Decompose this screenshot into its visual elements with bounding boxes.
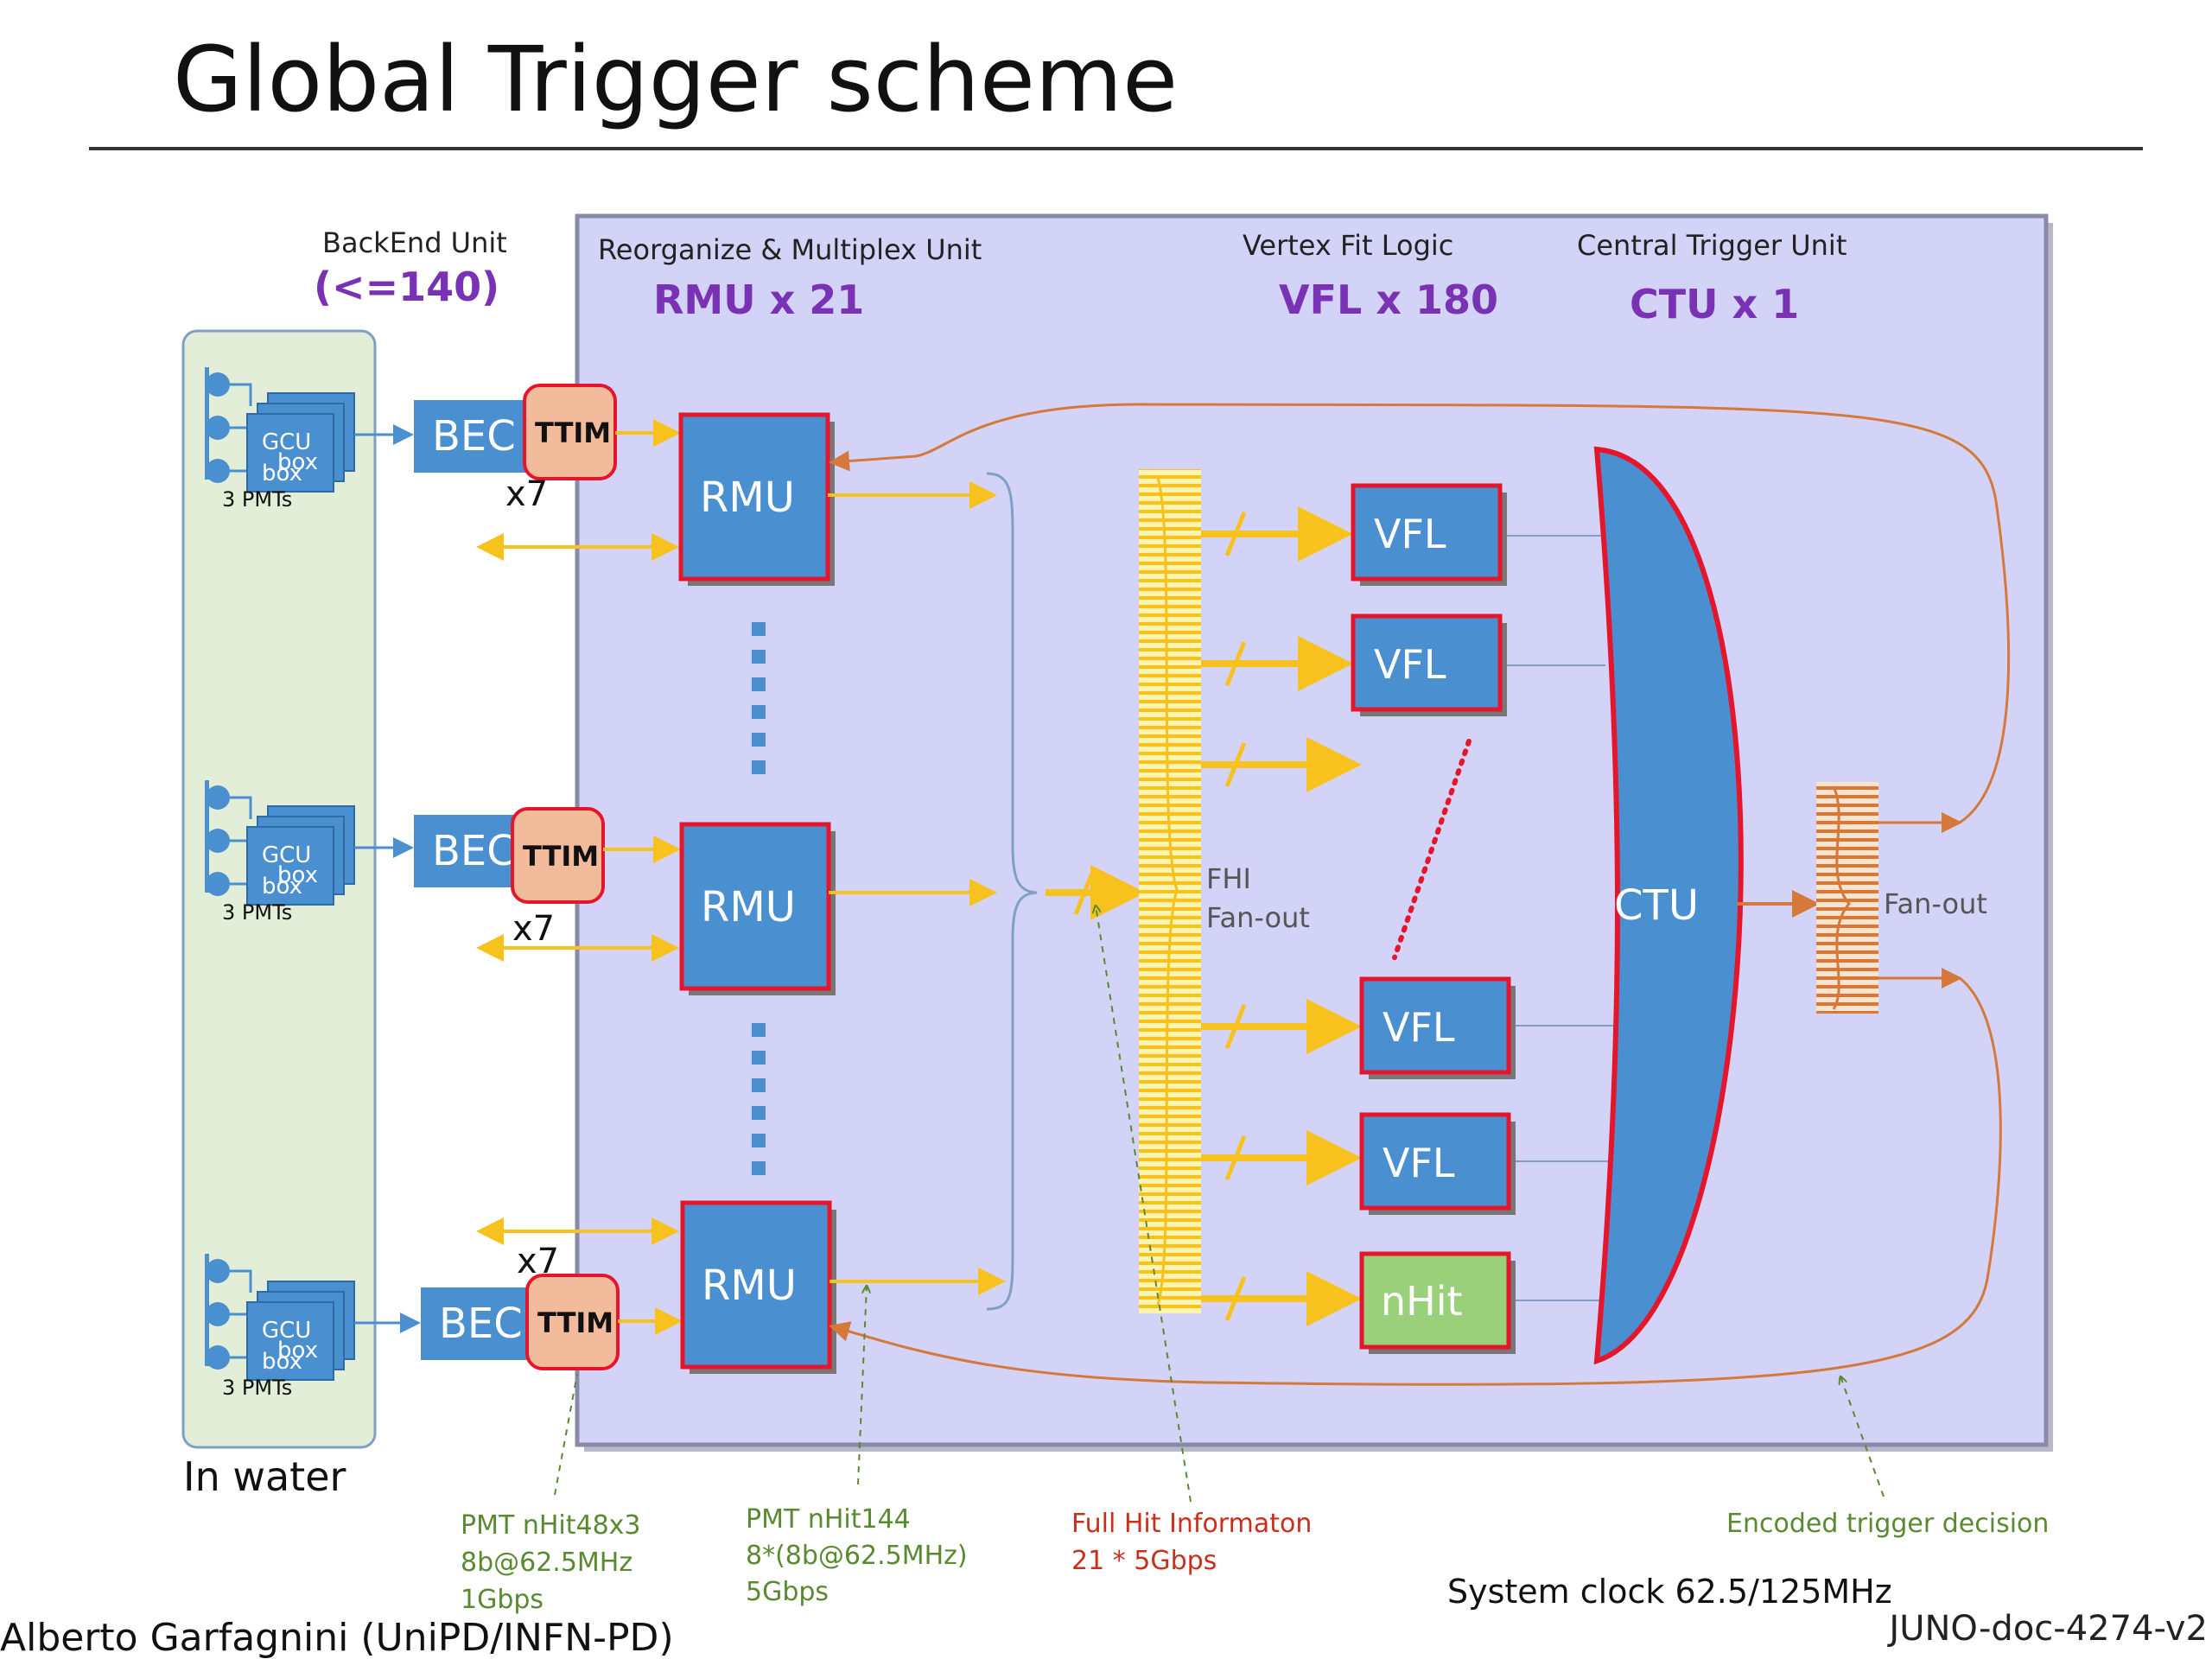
fullhit-annotation-line2: 21 * 5Gbps — [1071, 1546, 1217, 1576]
vfl-label: VFL — [1382, 1004, 1455, 1051]
rmu-block-3: RMU — [680, 1200, 836, 1374]
backend-count: (<=140) — [314, 264, 499, 310]
rmu-count: RMU x 21 — [653, 276, 864, 323]
gcu-box-label-back: box — [277, 449, 318, 475]
multiplicity-label: x7 — [512, 909, 555, 949]
rmu-label: RMU — [700, 474, 795, 522]
fhi-fanout-brace — [1156, 477, 1179, 1306]
ctu-header: Central Trigger Unit — [1577, 229, 1847, 262]
rmu-merge-brace — [986, 472, 1038, 1311]
bec-label: BEC — [432, 412, 516, 461]
gcu-label: GCU — [262, 1318, 311, 1344]
pmt-count-label: 3 PMTs — [222, 1376, 292, 1400]
fhi-fanout-bar — [1139, 469, 1201, 1313]
pmt48-annotation-line1: PMT nHit48x3 — [461, 1510, 641, 1541]
bec-label: BEC — [439, 1300, 523, 1348]
pmt-icon — [205, 780, 252, 896]
rmu-continuation-dots — [752, 622, 766, 1175]
gcu-label: GCU — [262, 842, 311, 868]
multiplicity-label: x7 — [517, 1242, 559, 1281]
rmu-block-2: RMU — [679, 822, 836, 995]
bec-block — [414, 815, 523, 887]
vfl-header: Vertex Fit Logic — [1243, 229, 1453, 262]
system-clock-label: System clock 62.5/125MHz — [1447, 1573, 1892, 1611]
nhit-block: nHit — [1359, 1251, 1516, 1354]
pmt-count-label: 3 PMTs — [222, 487, 292, 512]
bec-label: BEC — [432, 827, 516, 875]
pmt144-annotation-line1: PMT nHit144 — [746, 1504, 911, 1535]
vfl-block-1: VFL — [1351, 483, 1507, 586]
rmu-header: Reorganize & Multiplex Unit — [598, 233, 982, 266]
vfl-label: VFL — [1374, 641, 1446, 688]
fullhit-annotation-line1: Full Hit Informaton — [1071, 1509, 1312, 1539]
pmt-count-label: 3 PMTs — [222, 900, 292, 925]
gcu-box-label: box — [262, 461, 302, 486]
gcu-box-label-back: box — [277, 862, 318, 888]
fanout-brace — [1832, 785, 1851, 1010]
ttim-label: TTIM — [523, 840, 599, 873]
merged-link-slash — [1073, 870, 1096, 915]
rmu-label: RMU — [701, 883, 796, 931]
ctu-label: CTU — [1614, 881, 1699, 930]
ttim-label: TTIM — [537, 1306, 613, 1339]
gcu-box-label: box — [262, 1349, 302, 1375]
encoded-annotation: Encoded trigger decision — [1726, 1509, 2049, 1539]
ttim-block — [511, 807, 605, 904]
nhit-label: nHit — [1381, 1278, 1463, 1325]
ctu-block — [1593, 446, 1744, 1365]
backend-header: BackEnd Unit — [322, 226, 507, 259]
ctu-count: CTU x 1 — [1630, 281, 1799, 327]
gcu-box-stack — [246, 1281, 355, 1381]
fhi-label: FHI — [1206, 862, 1251, 895]
rmu-block-1: RMU — [678, 412, 835, 586]
fhi-output-arrows — [1201, 506, 1362, 1326]
author-label: Alberto Garfagnini (UniPD/INFN-PD) — [0, 1616, 674, 1659]
ttim-label: TTIM — [535, 416, 611, 449]
pmt-group-2: GCU box box 3 PMTs BEC TTIM x7 — [205, 780, 605, 949]
vfl-label: VFL — [1382, 1140, 1455, 1186]
pmt-group-3: GCU box box 3 PMTs BEC TTIM x7 — [205, 1242, 620, 1400]
rmu-label: RMU — [702, 1262, 797, 1310]
pmt-icon — [205, 367, 252, 483]
gcu-box-stack — [246, 392, 355, 493]
gcu-box-stack — [246, 805, 355, 906]
multiplicity-label: x7 — [505, 474, 548, 514]
annotation-pointers — [554, 906, 1885, 1503]
pmt144-annotation-line2: 8*(8b@62.5MHz) — [746, 1541, 968, 1571]
vfl-label: VFL — [1374, 511, 1446, 557]
pmt48-annotation-line2: 8b@62.5MHz — [461, 1548, 632, 1578]
pmt-icon — [205, 1254, 252, 1370]
pmt48-annotation-line3: 1Gbps — [461, 1585, 543, 1615]
fanout-bar — [1816, 782, 1878, 1014]
ttim-rmu-links — [476, 419, 683, 1335]
rmu-output-arrows — [828, 481, 1006, 1295]
fhi-fanout-label: Fan-out — [1206, 901, 1310, 934]
vfl-block-2: VFL — [1351, 613, 1507, 716]
pmt-group-1: GCU box box 3 PMTs BEC TTIM x7 — [205, 367, 617, 514]
pmt144-annotation-line3: 5Gbps — [746, 1577, 829, 1607]
fanout-label: Fan-out — [1884, 887, 1987, 920]
trigger-feedback-loops — [829, 403, 2011, 1386]
doc-id-label: JUNO-doc-4274-v2 — [1886, 1609, 2208, 1649]
vfl-block-3: VFL — [1359, 976, 1516, 1079]
bec-block — [414, 400, 531, 473]
gcu-label: GCU — [262, 429, 311, 455]
gcu-box-label: box — [262, 874, 302, 899]
vfl-ctu-links — [1507, 535, 1616, 1301]
water-label: In water — [183, 1453, 346, 1500]
gcu-box-label-back: box — [277, 1338, 318, 1363]
vfl-block-4: VFL — [1359, 1112, 1516, 1215]
vfl-continuation-dots — [1392, 739, 1471, 960]
page-title: Global Trigger scheme — [173, 27, 1178, 132]
vfl-count: VFL x 180 — [1279, 276, 1498, 323]
bec-block — [421, 1287, 533, 1360]
